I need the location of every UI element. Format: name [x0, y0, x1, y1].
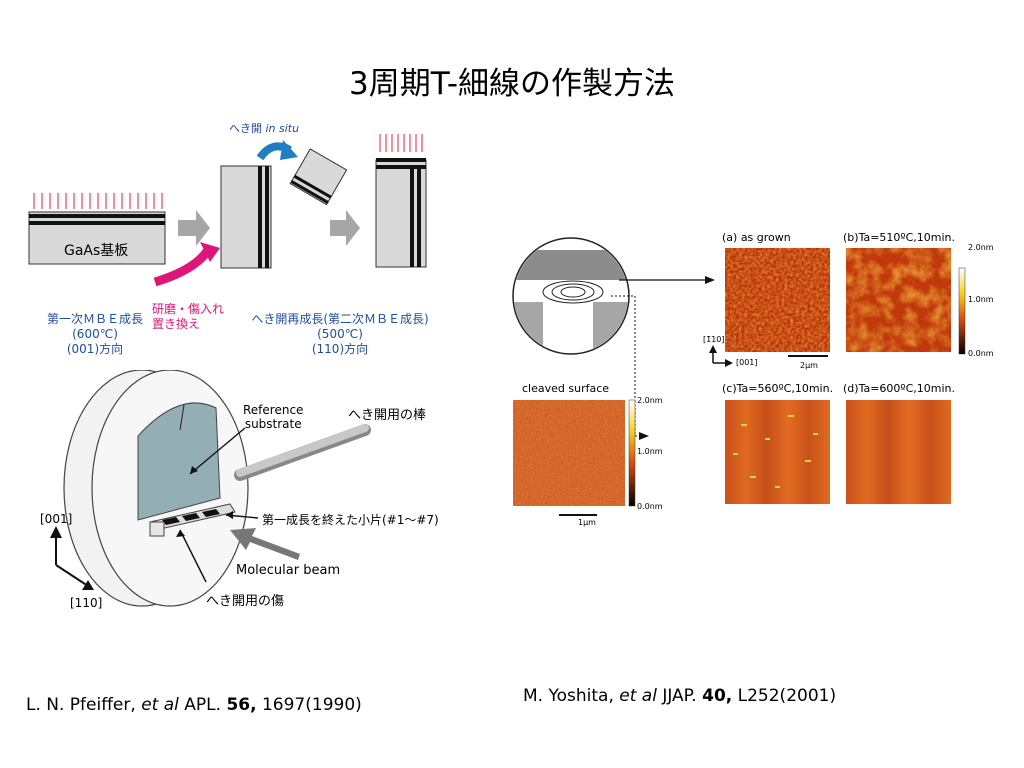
reference-right: M. Yoshita, et al JJAP. 40, L252(2001)	[523, 686, 836, 706]
axes	[55, 535, 89, 587]
cleaved-scale-mid: 1.0nm	[637, 447, 663, 456]
scale-bar-2um-label: 2μm	[800, 361, 818, 370]
afm-scale-bottom: 0.0nm	[968, 349, 994, 358]
panel-a-label: (a) as grown	[722, 231, 791, 244]
wire-cross-section-schematic	[512, 237, 715, 440]
first-growth-line-1: 第一次ＭＢＥ成長	[46, 312, 143, 326]
afm-figure	[512, 237, 966, 516]
panel-c-label: (c)Ta=560ºC,10min.	[722, 382, 834, 395]
cleaved-colorbar	[628, 399, 636, 507]
panel-d-label: (d)Ta=600ºC,10min.	[843, 382, 956, 395]
holder-diagram	[50, 370, 371, 607]
reference-left: L. N. Pfeiffer, et al APL. 56, 1697(1990…	[26, 695, 362, 715]
process-diagram	[28, 134, 427, 287]
panel-c-islands	[733, 415, 818, 488]
cleaved-scale-bottom: 0.0nm	[637, 502, 663, 511]
cleave-rod	[234, 424, 371, 481]
reference-substrate	[137, 402, 221, 521]
cleaved-scale-top: 2.0nm	[637, 396, 663, 405]
pieces-label: 第一成長を終えた小片(#1～#7)	[262, 513, 439, 527]
first-growth-label: 第一次ＭＢＥ成長 (600℃) (001)方向	[30, 312, 160, 357]
replace-line-1: 研磨・傷入れ	[152, 302, 225, 316]
ref-right-volume: 40,	[702, 686, 733, 706]
regrowth-line-1: へき開再成長(第二次ＭＢＥ成長)	[251, 312, 429, 326]
cleaved-piece	[289, 148, 348, 206]
afm-panel-c	[725, 400, 830, 504]
cleave-label: へき開 in situ	[229, 120, 299, 136]
ref-left-page: 1697(1990)	[256, 695, 362, 715]
ref-left-journal: APL.	[178, 695, 227, 715]
molecular-beam-arrow	[230, 528, 300, 560]
afm-scale-top: 2.0nm	[968, 243, 994, 252]
panel-b-label: (b)Ta=510ºC,10min.	[843, 231, 956, 244]
pink-curved-arrow	[153, 247, 212, 287]
replace-line-2: 置き換え	[152, 317, 201, 331]
beam-label: Molecular beam	[236, 563, 341, 578]
ref-right-page: L252(2001)	[732, 686, 837, 706]
gray-arrow-1	[178, 210, 210, 246]
reference-line-1: Reference	[243, 403, 304, 417]
gray-arrow-2	[330, 210, 360, 246]
cleave-label-en: in situ	[265, 122, 300, 135]
ref-right-authors: M. Yoshita,	[523, 686, 620, 706]
first-growth-line-2: (600℃)	[72, 327, 118, 341]
ref-right-etal: et al	[619, 686, 657, 706]
afm-colorbar	[958, 267, 966, 355]
gaas-substrate	[28, 211, 166, 265]
afm-panel-d	[846, 400, 951, 504]
ref-left-authors: L. N. Pfeiffer,	[26, 695, 142, 715]
ref-left-etal: et al	[141, 695, 179, 715]
regrowth-line-3: (110)方向	[311, 342, 369, 356]
axis-001-label: [001]	[40, 512, 73, 526]
regrowth-label: へき開再成長(第二次ＭＢＥ成長) (500℃) (110)方向	[240, 312, 440, 357]
afm-scale-mid: 1.0nm	[968, 295, 994, 304]
substrate-label: GaAs基板	[64, 243, 129, 259]
page-title: 3周期T-細線の作製方法	[349, 66, 675, 102]
regrowth-line-2: (500℃)	[317, 327, 363, 341]
direction-2-label: [001]	[736, 358, 758, 367]
replace-label: 研磨・傷入れ 置き換え	[152, 302, 232, 332]
direction-1-label: [1̄10]	[703, 335, 725, 344]
first-growth-line-3: (001)方向	[66, 342, 124, 356]
first-growth-pieces	[162, 509, 220, 525]
cleaved-block	[220, 165, 272, 269]
cleave-label-jp: へき開	[229, 122, 262, 135]
incident-beam-arrows-left	[33, 193, 163, 209]
incident-beam-arrows-right	[379, 134, 423, 152]
cleaved-surface-label: cleaved surface	[522, 382, 610, 395]
scratch-label: へき開用の傷	[206, 594, 285, 609]
reference-label: Reference substrate	[243, 403, 303, 431]
reference-line-2: substrate	[244, 417, 302, 431]
ref-left-volume: 56,	[226, 695, 257, 715]
axis-110-label: [110]	[70, 596, 103, 610]
ref-right-journal: JJAP.	[656, 686, 703, 706]
cleaved-scale-bar-label: 1μm	[578, 518, 596, 527]
rod-label: へき開用の棒	[348, 408, 427, 423]
